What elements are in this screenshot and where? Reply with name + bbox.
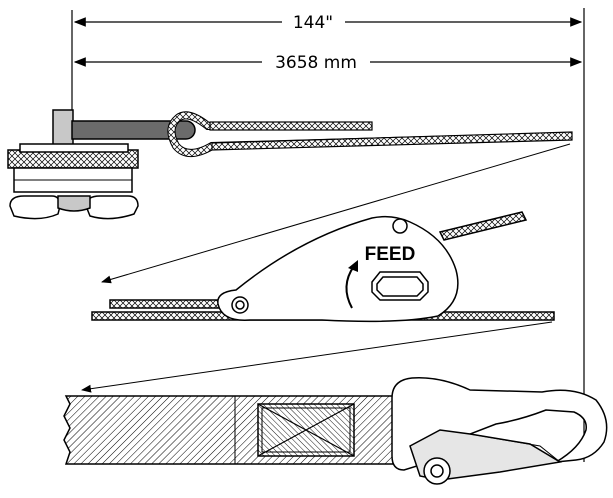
feed-label: FEED <box>365 244 416 265</box>
ratchet-rivet <box>392 218 408 234</box>
connector-line-top <box>101 143 571 284</box>
dimension-label-metric: 3658 mm <box>275 53 357 73</box>
strap-tail-top <box>211 131 573 151</box>
hook-pivot-inner <box>430 464 444 478</box>
ratchet-pivot-inner <box>235 300 245 310</box>
anchor-foot-right <box>85 195 139 220</box>
ratchet-body <box>217 215 459 323</box>
strap-end-top <box>209 121 373 131</box>
feed-slot <box>371 271 429 301</box>
strap-bottom-band <box>63 395 417 465</box>
connector-line-bottom <box>81 321 553 393</box>
ratchet-assembly <box>91 211 555 323</box>
clamp-bar <box>71 120 196 140</box>
strap-loop-top <box>167 111 573 157</box>
dimension-lines <box>71 8 585 462</box>
anchor-foot-left <box>9 195 61 220</box>
connector-lines <box>81 143 571 393</box>
anchor-fitting <box>7 109 139 220</box>
strap-upper-tail <box>438 211 528 241</box>
anchor-cap <box>19 143 129 153</box>
anchor-center-plug <box>57 195 91 212</box>
dimension-label-imperial: 144" <box>293 13 333 33</box>
strap-bottom-assembly <box>63 377 608 485</box>
